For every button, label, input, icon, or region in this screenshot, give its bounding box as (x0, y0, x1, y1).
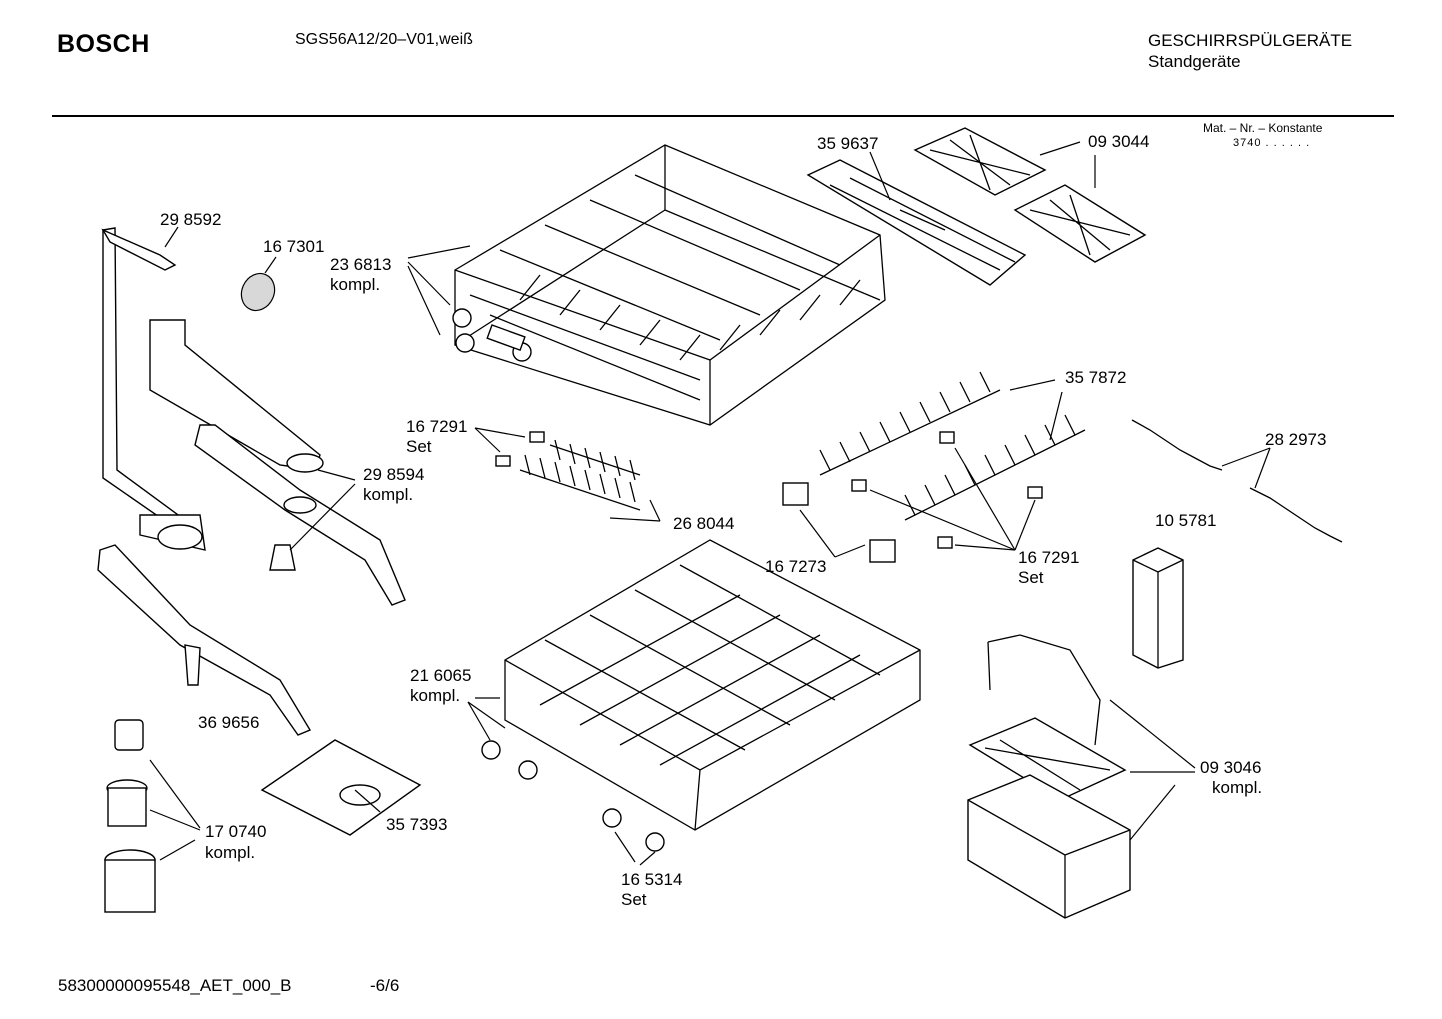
cup-shelf-top (913, 127, 1047, 196)
part-label-298594-sub: kompl. (363, 485, 414, 504)
tine-rack-left (495, 431, 641, 511)
rack-clips (782, 482, 896, 563)
part-label-167301: 16 7301 (263, 237, 325, 256)
supply-pipe (101, 227, 206, 551)
filter-disc (240, 272, 276, 312)
upper-spray-arm (194, 424, 406, 606)
part-label-357872: 35 7872 (1065, 368, 1127, 387)
part-label-369656: 36 9656 (198, 713, 260, 732)
mat-nr-label: Mat. – Nr. – Konstante (1203, 121, 1323, 135)
subcategory-title: Standgeräte (1148, 52, 1241, 71)
header-divider (52, 115, 1394, 117)
part-label-165314-sub: Set (621, 890, 647, 909)
part-label-093044: 09 3044 (1088, 132, 1150, 151)
page-number: -6/6 (370, 976, 400, 995)
brand-logo: BOSCH (57, 30, 150, 58)
part-label-236813: 23 6813 (330, 255, 392, 274)
part-label-093046: 09 3046 (1200, 758, 1262, 777)
mat-nr-value: 3740 . . . . . . (1233, 137, 1311, 149)
upper-spray-pipe (149, 319, 324, 473)
part-label-167291-right-sub: Set (1018, 568, 1044, 587)
model-number: SGS56A12/20–V01,weiß (295, 31, 473, 48)
part-label-298594: 29 8594 (363, 465, 425, 484)
stair-rack (1131, 419, 1343, 543)
part-label-268044: 26 8044 (673, 514, 735, 533)
lower-spray-arm (97, 544, 312, 736)
upper-rack (452, 144, 886, 426)
part-label-170740-sub: kompl. (205, 843, 256, 862)
cutlery-basket (967, 634, 1131, 919)
part-label-170740: 17 0740 (205, 822, 267, 841)
part-label-105781: 10 5781 (1155, 511, 1217, 530)
leader-lines (149, 141, 1271, 866)
cup-shelf-bottom (1013, 184, 1147, 263)
part-label-167273: 16 7273 (765, 557, 827, 576)
part-label-216065-sub: kompl. (410, 686, 461, 705)
part-label-282973: 28 2973 (1265, 430, 1327, 449)
part-label-236813-sub: kompl. (330, 275, 381, 294)
part-label-167291-left-sub: Set (406, 437, 432, 456)
part-label-167291-right: 16 7291 (1018, 548, 1080, 567)
part-label-093046-sub: kompl. (1212, 778, 1263, 797)
part-label-298592: 29 8592 (160, 210, 222, 229)
lower-rack (481, 539, 921, 852)
part-label-165314: 16 5314 (621, 870, 683, 889)
part-label-357393: 35 7393 (386, 815, 448, 834)
cutlery-insert (1132, 547, 1184, 669)
category-title: GESCHIRRSPÜLGERÄTE (1148, 31, 1353, 50)
part-label-216065: 21 6065 (410, 666, 472, 685)
part-label-167291-left: 16 7291 (406, 417, 468, 436)
part-label-359637: 35 9637 (817, 134, 879, 153)
tine-rack-right (819, 371, 1086, 549)
cutlery-tray (806, 159, 1027, 286)
filter-set (104, 719, 156, 913)
document-id: 58300000095548_AET_000_B (58, 976, 292, 995)
